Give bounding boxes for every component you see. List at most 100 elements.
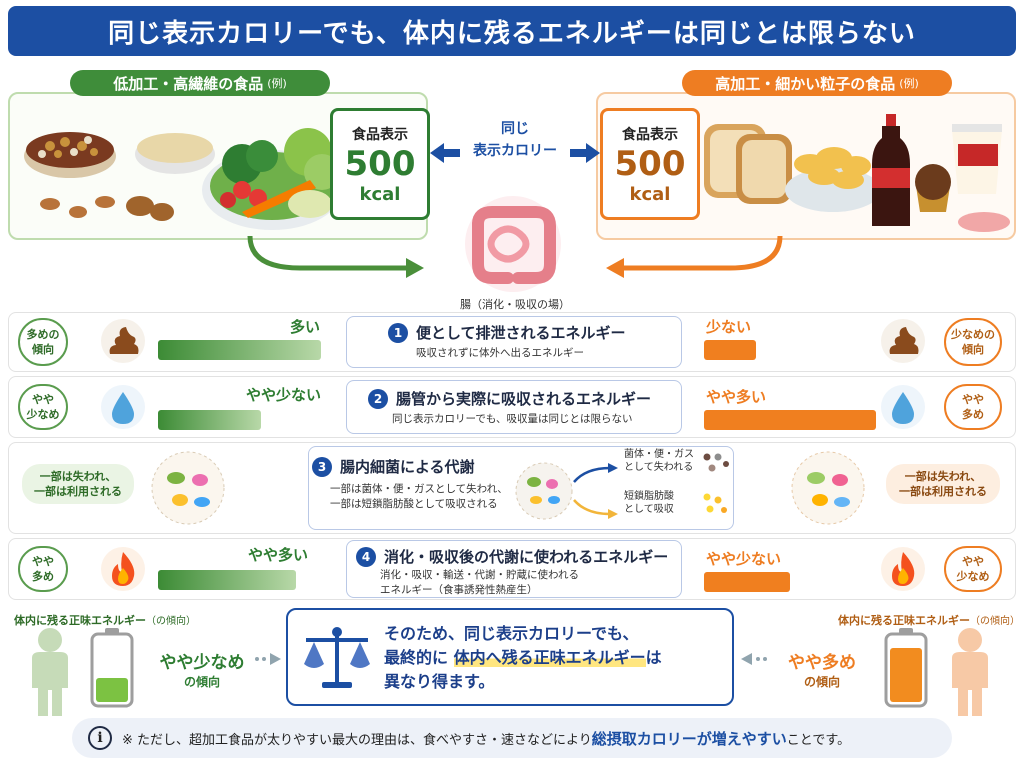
- row1-left-amount: 多い: [290, 318, 321, 336]
- step-3-desc-line2: 一部は短鎖脂肪酸として吸収される: [330, 498, 498, 510]
- low-processed-food-tag-label: 低加工・高繊維の食品: [113, 74, 264, 93]
- step-2-card: [346, 380, 682, 434]
- balance-scale-icon: [304, 627, 370, 688]
- battery-icon: [90, 628, 134, 708]
- water-drop-icon: [101, 385, 145, 429]
- right-net-energy-label: 体内に残る正味エネルギー（の傾向）: [730, 612, 1020, 628]
- step-3-number: 3: [312, 456, 332, 477]
- low-processed-food-tag: 低加工・高繊維の食品(例): [70, 70, 330, 96]
- intestine-icon: [465, 196, 561, 292]
- double-arrow-icon: [430, 143, 600, 163]
- row2-right-tendency-line2: 多め: [962, 408, 984, 421]
- battery-icon: [884, 628, 928, 708]
- left-nutrition-label: 食品表示 500 kcal: [330, 108, 430, 220]
- row4-left-amount: やや多い: [248, 546, 309, 564]
- branch-absorbed-line2: として吸収: [624, 504, 674, 515]
- step-2-title-text: 腸管から実際に吸収されるエネルギー: [396, 390, 652, 408]
- footnote-end: ことです。: [786, 732, 851, 748]
- right-label-value: 500: [614, 143, 686, 184]
- step-4-title-text: 消化・吸収後の代謝に使われるエネルギー: [384, 548, 669, 566]
- step-1-title: 1 便として排泄されるエネルギー: [388, 322, 626, 343]
- row2-left-tendency: やや少なめ: [18, 384, 68, 430]
- right-label-title: 食品表示: [622, 126, 678, 143]
- person-icon: [32, 628, 68, 716]
- left-net-energy-label-note: （の傾向）: [146, 616, 196, 627]
- step-4-title: 4 消化・吸収後の代謝に使われるエネルギー: [356, 546, 668, 567]
- row4-right-tendency-line2: 少なめ: [956, 570, 990, 583]
- row2-left-tendency-line1: やや: [32, 393, 54, 406]
- step-2-number: 2: [368, 388, 388, 409]
- high-processed-food-tag-label: 高加工・細かい粒子の食品: [715, 74, 896, 93]
- right-net-energy: やや多め の傾向: [770, 648, 874, 690]
- water-drop-icon: [881, 385, 925, 429]
- step-2-title: 2 腸管から実際に吸収されるエネルギー: [368, 388, 651, 409]
- right-net-energy-label-text: 体内に残る正味エネルギー: [838, 614, 970, 627]
- flame-icon: [101, 547, 145, 591]
- info-icon: i: [88, 726, 112, 750]
- step-1-title-text: 便として排泄されるエネルギー: [416, 324, 626, 342]
- row3-right-tendency: 一部は失われ、一部は利用される: [886, 464, 1000, 504]
- step-3-desc-line1: 一部は菌体・便・ガスとして失われ、: [330, 483, 508, 495]
- row3-left-tendency: 一部は失われ、一部は利用される: [22, 464, 134, 504]
- step-4-desc-line1: 消化・吸収・輸送・代謝・貯蔵に使われる: [380, 569, 579, 581]
- row4-right-tendency: やや少なめ: [944, 546, 1002, 592]
- row1-left-tendency-text: 多めの傾向: [27, 327, 60, 357]
- left-label-unit: kcal: [359, 183, 401, 205]
- row1-left-bar: [158, 340, 321, 360]
- conclusion-line3: 異なり得ます。: [384, 672, 495, 691]
- row4-left-bar: [158, 570, 296, 590]
- same-calorie-line2: 表示カロリー: [473, 143, 557, 159]
- row2-right-tendency: やや多め: [944, 384, 1002, 430]
- scfa-particles-icon: [703, 493, 727, 513]
- step-1-number: 1: [388, 322, 408, 343]
- row1-right-tendency: 少なめの傾向: [944, 318, 1002, 366]
- step-1-desc: 吸収されずに体外へ出るエネルギー: [416, 347, 584, 359]
- conclusion-line2-prefix: 最終的に: [384, 648, 454, 667]
- row3-right-tendency-text: 一部は失われ、一部は利用される: [899, 469, 987, 499]
- left-net-energy-label: 体内に残る正味エネルギー（の傾向）: [14, 612, 196, 628]
- step-3-desc: 一部は菌体・便・ガスとして失われ、 一部は短鎖脂肪酸として吸収される: [330, 482, 508, 512]
- step-4-desc-line2: エネルギー（食事誘発性熱産生）: [380, 584, 538, 596]
- footnote: i ※ ただし、超加工食品が太りやすい最大の理由は、食べやすさ・速さなどにより …: [72, 718, 952, 758]
- low-processed-food-illustration: [24, 128, 342, 230]
- same-calorie-line1: 同じ: [501, 121, 529, 137]
- lost-particles-icon: [703, 453, 729, 472]
- row3-left-tendency-line1: 一部は失われ、: [39, 470, 117, 483]
- row3-left-tendency-line2: 一部は利用される: [34, 485, 122, 498]
- left-net-energy: やや少なめ の傾向: [150, 648, 254, 690]
- branch-lost-line2: として失われる: [624, 462, 694, 473]
- row2-right-tendency-text: やや多め: [962, 392, 984, 422]
- step-4-number: 4: [356, 546, 376, 567]
- row2-right-bar: [704, 410, 876, 430]
- page-title: 同じ表示カロリーでも、体内に残るエネルギーは同じとは限らない: [8, 6, 1016, 56]
- step-3-title-text: 腸内細菌による代謝: [340, 458, 475, 476]
- row4-left-tendency: やや多め: [18, 546, 68, 592]
- flame-icon: [881, 547, 925, 591]
- branch-lost-line1: 菌体・便・ガス: [624, 449, 694, 460]
- row1-right-tendency-text: 少なめの傾向: [951, 327, 995, 357]
- branch-lost-text: 菌体・便・ガス として失われる: [624, 448, 694, 474]
- row2-left-amount: やや少ない: [246, 386, 322, 404]
- row4-left-tendency-text: やや多め: [32, 554, 54, 584]
- row4-right-tendency-text: やや少なめ: [957, 554, 990, 584]
- branch-absorbed-text: 短鎖脂肪酸 として吸収: [624, 490, 674, 516]
- left-net-energy-label-text: 体内に残る正味エネルギー: [14, 614, 146, 627]
- bacteria-icon: [791, 451, 865, 525]
- row1-left-tendency-line2: 傾向: [32, 343, 54, 356]
- row1-right-bar: [704, 340, 756, 360]
- right-net-energy-label-note: （の傾向）: [970, 616, 1020, 627]
- step-4-desc: 消化・吸収・輸送・代謝・貯蔵に使われる エネルギー（食事誘発性熱産生）: [380, 568, 579, 598]
- row2-right-amount: やや多い: [706, 388, 767, 406]
- right-dotted-arrow-icon: [255, 653, 281, 665]
- right-net-energy-sub: の傾向: [803, 675, 840, 689]
- row2-right-tendency-line1: やや: [962, 393, 984, 406]
- stool-icon: [881, 319, 925, 363]
- left-label-value: 500: [344, 143, 416, 184]
- conclusion-text: そのため、同じ表示カロリーでも、 最終的に 体内へ残る正味エネルギーは 異なり得…: [384, 622, 724, 694]
- row2-left-tendency-line2: 少なめ: [26, 408, 60, 421]
- high-processed-food-illustration: [704, 114, 1010, 232]
- step-2-desc: 同じ表示カロリーでも、吸収量は同じとは限らない: [392, 413, 633, 425]
- row4-right-tendency-line1: やや: [962, 555, 984, 568]
- row1-right-tendency-line2: 傾向: [962, 343, 984, 356]
- left-label-title: 食品表示: [352, 126, 408, 143]
